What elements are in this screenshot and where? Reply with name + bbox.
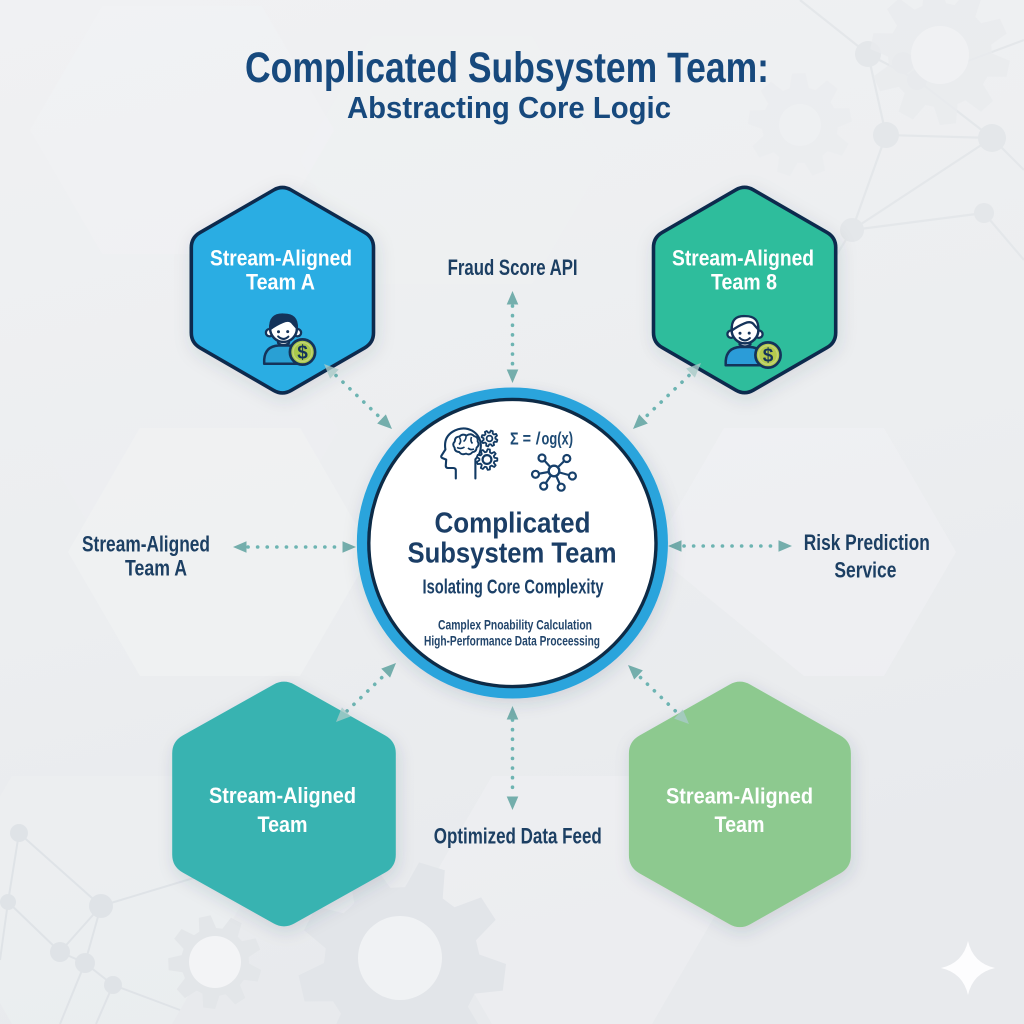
svg-text:Risk Prediction: Risk Prediction xyxy=(804,530,930,555)
svg-text:Σ =: Σ = xyxy=(510,428,531,448)
svg-text:Stream-Aligned: Stream-Aligned xyxy=(210,246,352,271)
svg-text:Isolating Core Complexity: Isolating Core Complexity xyxy=(423,576,604,599)
svg-text:Abstracting Core Logic: Abstracting Core Logic xyxy=(347,90,671,125)
svg-text:Optimized Data Feed: Optimized Data Feed xyxy=(434,824,602,849)
svg-text:Team: Team xyxy=(258,812,308,837)
svg-text:Team 8: Team 8 xyxy=(711,270,777,295)
svg-text:Team A: Team A xyxy=(246,270,315,295)
svg-text:Complicated: Complicated xyxy=(435,508,591,540)
svg-text:Team A: Team A xyxy=(125,556,187,581)
svg-text:Stream-Aligned: Stream-Aligned xyxy=(666,784,813,809)
svg-text:Subsystem Team: Subsystem Team xyxy=(408,538,617,570)
svg-text:l: l xyxy=(536,428,542,448)
svg-text:Stream-Aligned: Stream-Aligned xyxy=(82,532,210,557)
svg-text:og(x): og(x) xyxy=(542,428,574,448)
svg-text:Fraud Score API: Fraud Score API xyxy=(448,255,578,280)
svg-text:High-Performance Data Proceess: High-Performance Data Proceessing xyxy=(424,633,600,649)
svg-text:Complicated Subsystem Team:: Complicated Subsystem Team: xyxy=(245,44,769,92)
svg-text:Stream-Aligned: Stream-Aligned xyxy=(672,246,814,271)
svg-text:$: $ xyxy=(763,346,774,367)
svg-text:$: $ xyxy=(297,343,308,364)
svg-text:Stream-Aligned: Stream-Aligned xyxy=(209,783,356,808)
svg-text:Team: Team xyxy=(715,812,765,837)
svg-text:Service: Service xyxy=(834,557,896,582)
svg-text:Camplex Pnoability Calculation: Camplex Pnoability Calculation xyxy=(438,617,592,633)
